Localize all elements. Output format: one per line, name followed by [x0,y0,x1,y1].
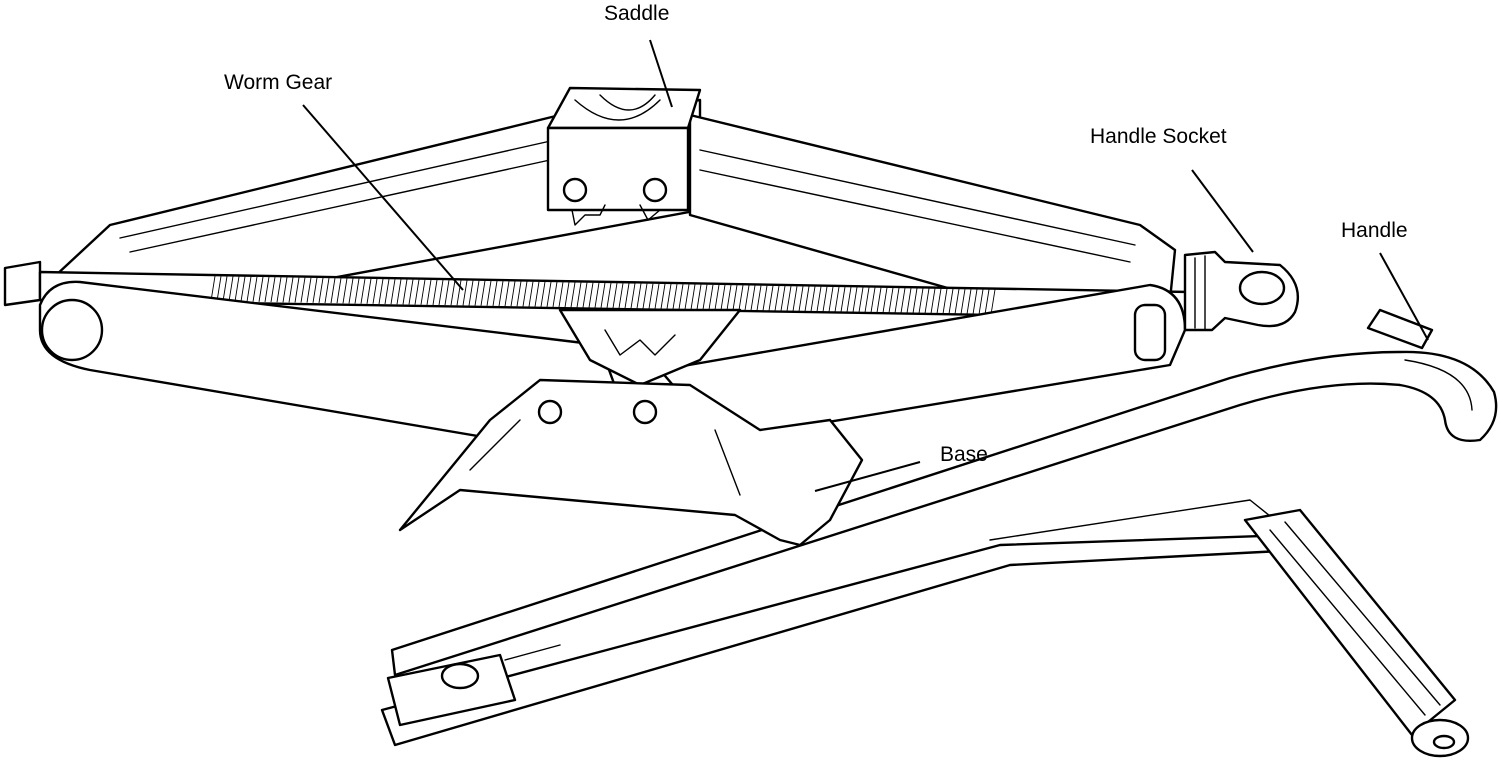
handle-leader [1379,252,1429,341]
worm-gear-label: Worm Gear [224,71,333,94]
jack-center-links [558,308,742,387]
handle-crank-arm [380,533,1302,747]
jack-drawing [3,86,1300,547]
saddle-drawing [546,86,702,130]
saddle-label: Saddle [604,2,670,25]
jack-lower-right-arm [658,283,1187,442]
worm-gear-screw [3,260,42,307]
handle-socket-end [386,653,517,727]
saddle-leader [649,39,673,108]
handle-label: Handle [1341,219,1408,242]
worm-gear-threads [210,275,996,315]
handle-rivet [440,662,480,690]
handle-socket-leader [1191,169,1254,253]
base-drawing [398,378,864,547]
base-leader [814,461,921,492]
base-label: Base [940,443,988,466]
jack-right-pivot [1133,303,1167,362]
handle-rod [390,350,1498,677]
jack-left-pivot [40,298,104,362]
handle-socket-label: Handle Socket [1090,125,1227,148]
worm-gear-leader [302,104,464,291]
handle-drawing [380,308,1498,758]
handle-grip [1243,508,1457,737]
handle-hook-tip [1366,308,1434,350]
